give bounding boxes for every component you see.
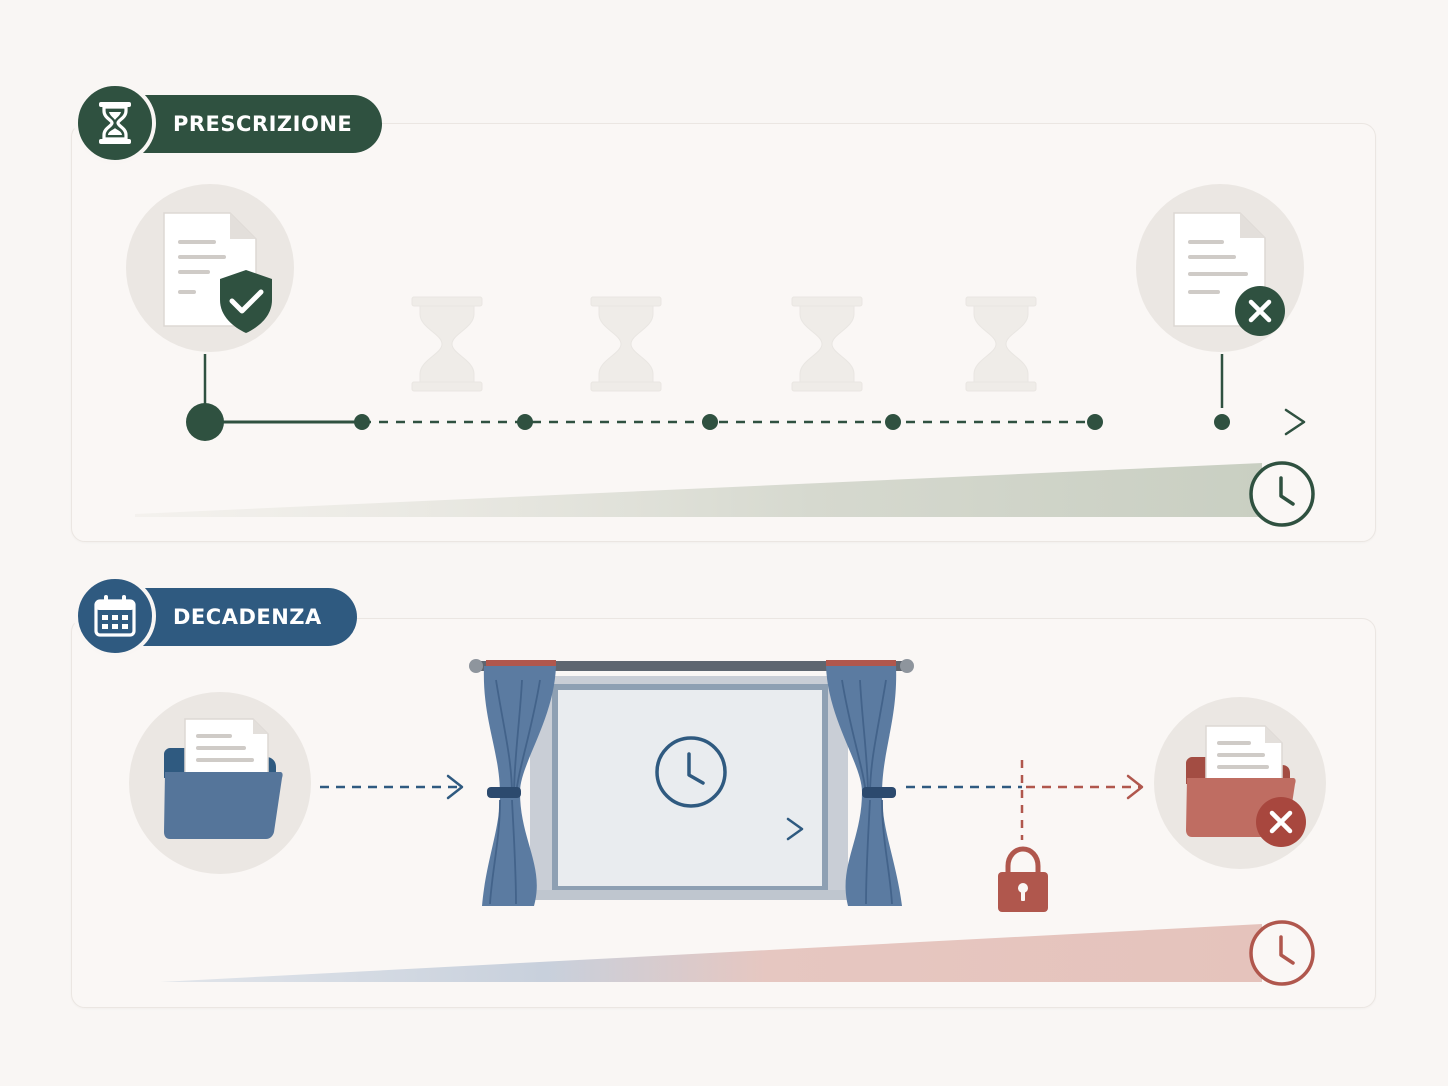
curtain-window-icon [469,659,914,906]
hourglass-icon [411,296,483,392]
hourglass-icon [791,296,863,392]
elapsing-time-wedge [135,463,1262,517]
arrow-icon [320,774,464,800]
calendar-badge [74,575,156,657]
prescrizione-timeline [186,403,1306,441]
folder-x-icon [1154,697,1326,869]
document-x-icon [1136,184,1304,352]
hourglass-badge [74,82,156,164]
arrow-icon [906,774,1144,800]
elapsing-time-wedge [160,924,1262,982]
padlock-icon [998,846,1048,912]
clock-icon [655,736,727,808]
hourglass-icon [590,296,662,392]
clock-icon [1249,920,1315,986]
hourglass-icon [99,102,131,144]
clock-icon [1249,461,1315,527]
hourglass-icon [965,296,1037,392]
document-shield-check-icon [126,184,294,352]
calendar-icon [94,595,136,637]
folder-document-icon [129,692,311,874]
